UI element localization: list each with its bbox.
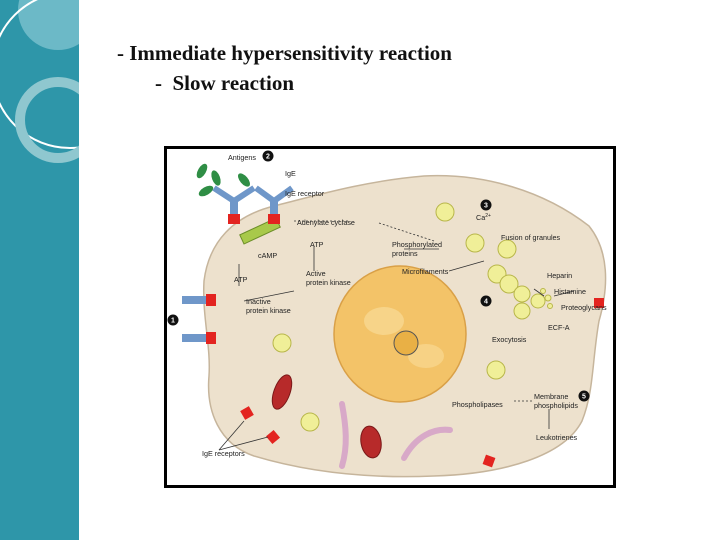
sidebar-rings [0,0,79,163]
label-ecf-a: ECF-A [548,323,570,332]
granule [486,360,506,380]
deco-ring-small [15,77,79,163]
sidebar-decoration [0,0,79,540]
step-2-label: 2 [266,154,270,161]
granule [513,302,531,320]
mitochondrion [271,374,293,410]
golgi-membrane [401,426,453,461]
label-atp-top: ATP [310,240,324,249]
granule-content [547,303,553,309]
granule-content [540,288,546,294]
granule [530,293,546,309]
label-ige: IgE [285,169,296,178]
label-atp-left: ATP [234,275,248,284]
step-4-label: 4 [484,299,488,306]
golgi-membrane [339,401,349,469]
step-3-marker [480,199,492,211]
antigen [198,185,214,197]
label-exocytosis: Exocytosis [492,335,527,344]
granule-content [544,294,552,302]
label-fusion-of-granules: Fusion of granules [501,233,561,242]
deco-ring-large [0,0,79,149]
nucleolus [393,330,419,356]
label-membrane-1: Membrane [534,392,568,401]
deco-circle [18,0,79,50]
nucleus-texture [364,307,404,335]
receptor-group-1 [182,294,216,306]
granule [272,333,292,353]
step-5-marker [578,390,590,402]
granule [435,202,455,222]
step-1-marker [167,314,179,326]
receptor-group-2 [182,332,216,344]
title-line-2: - Slow reaction [155,71,295,95]
label-membrane-2: phospholipids [534,401,578,410]
label-active-pk-2: protein kinase [306,278,351,287]
label-ca-base: Ca [476,213,485,222]
label-heparin: Heparin [547,271,572,280]
pathway-lines [218,220,575,451]
label-inactive-pk-2: protein kinase [246,306,291,315]
label-antigens: Antigens [228,153,256,162]
ige-receptor-membrane [240,406,254,420]
step-3-label: 3 [484,203,488,210]
antigen-receptor-complex [212,185,294,224]
granule [465,233,485,253]
step-2-marker [262,150,274,162]
step-5-label: 5 [582,394,586,401]
label-ige-receptors: IgE receptors [202,449,245,458]
granule [497,239,517,259]
ige-receptor-membrane [265,429,281,445]
label-inactive-pk-1: Inactive [246,297,271,306]
mast-cell-diagram: 2 3 4 1 5 Antigens IgE IgE receptor Aden… [164,146,616,488]
label-camp: cAMP [258,251,277,260]
mitochondrion [360,425,382,459]
label-ige-receptor: IgE receptor [285,189,325,198]
label-proteoglycans: Proteoglycans [561,303,607,312]
antigen [196,163,208,179]
step-4-marker [480,295,492,307]
label-active-pk-1: Active [306,269,326,278]
label-phospholipases: Phospholipases [452,400,503,409]
granule [499,274,519,294]
label-ca-superscript: 2+ [485,213,491,219]
label-microfilaments: Microfilaments [402,267,449,276]
label-phosphorylated-2: proteins [392,249,418,258]
title-line-1: - Immediate hypersensitivity reaction [117,41,452,65]
label-histamine: Histamine [554,287,586,296]
label-ca: Ca2+ [476,213,491,222]
granule [300,412,320,432]
label-adenylate-cyclase: Adenylate cyclase [297,218,355,227]
ige-receptor-membrane [482,454,496,468]
label-leukotrienes: Leukotrienes [536,433,578,442]
antigen [238,173,250,187]
nucleus-texture [408,344,444,368]
step-1-label: 1 [171,318,175,325]
label-phosphorylated-1: Phosphorylated [392,240,442,249]
ige-receptor-membrane [594,298,604,308]
antigen [211,170,221,186]
granule [513,285,531,303]
